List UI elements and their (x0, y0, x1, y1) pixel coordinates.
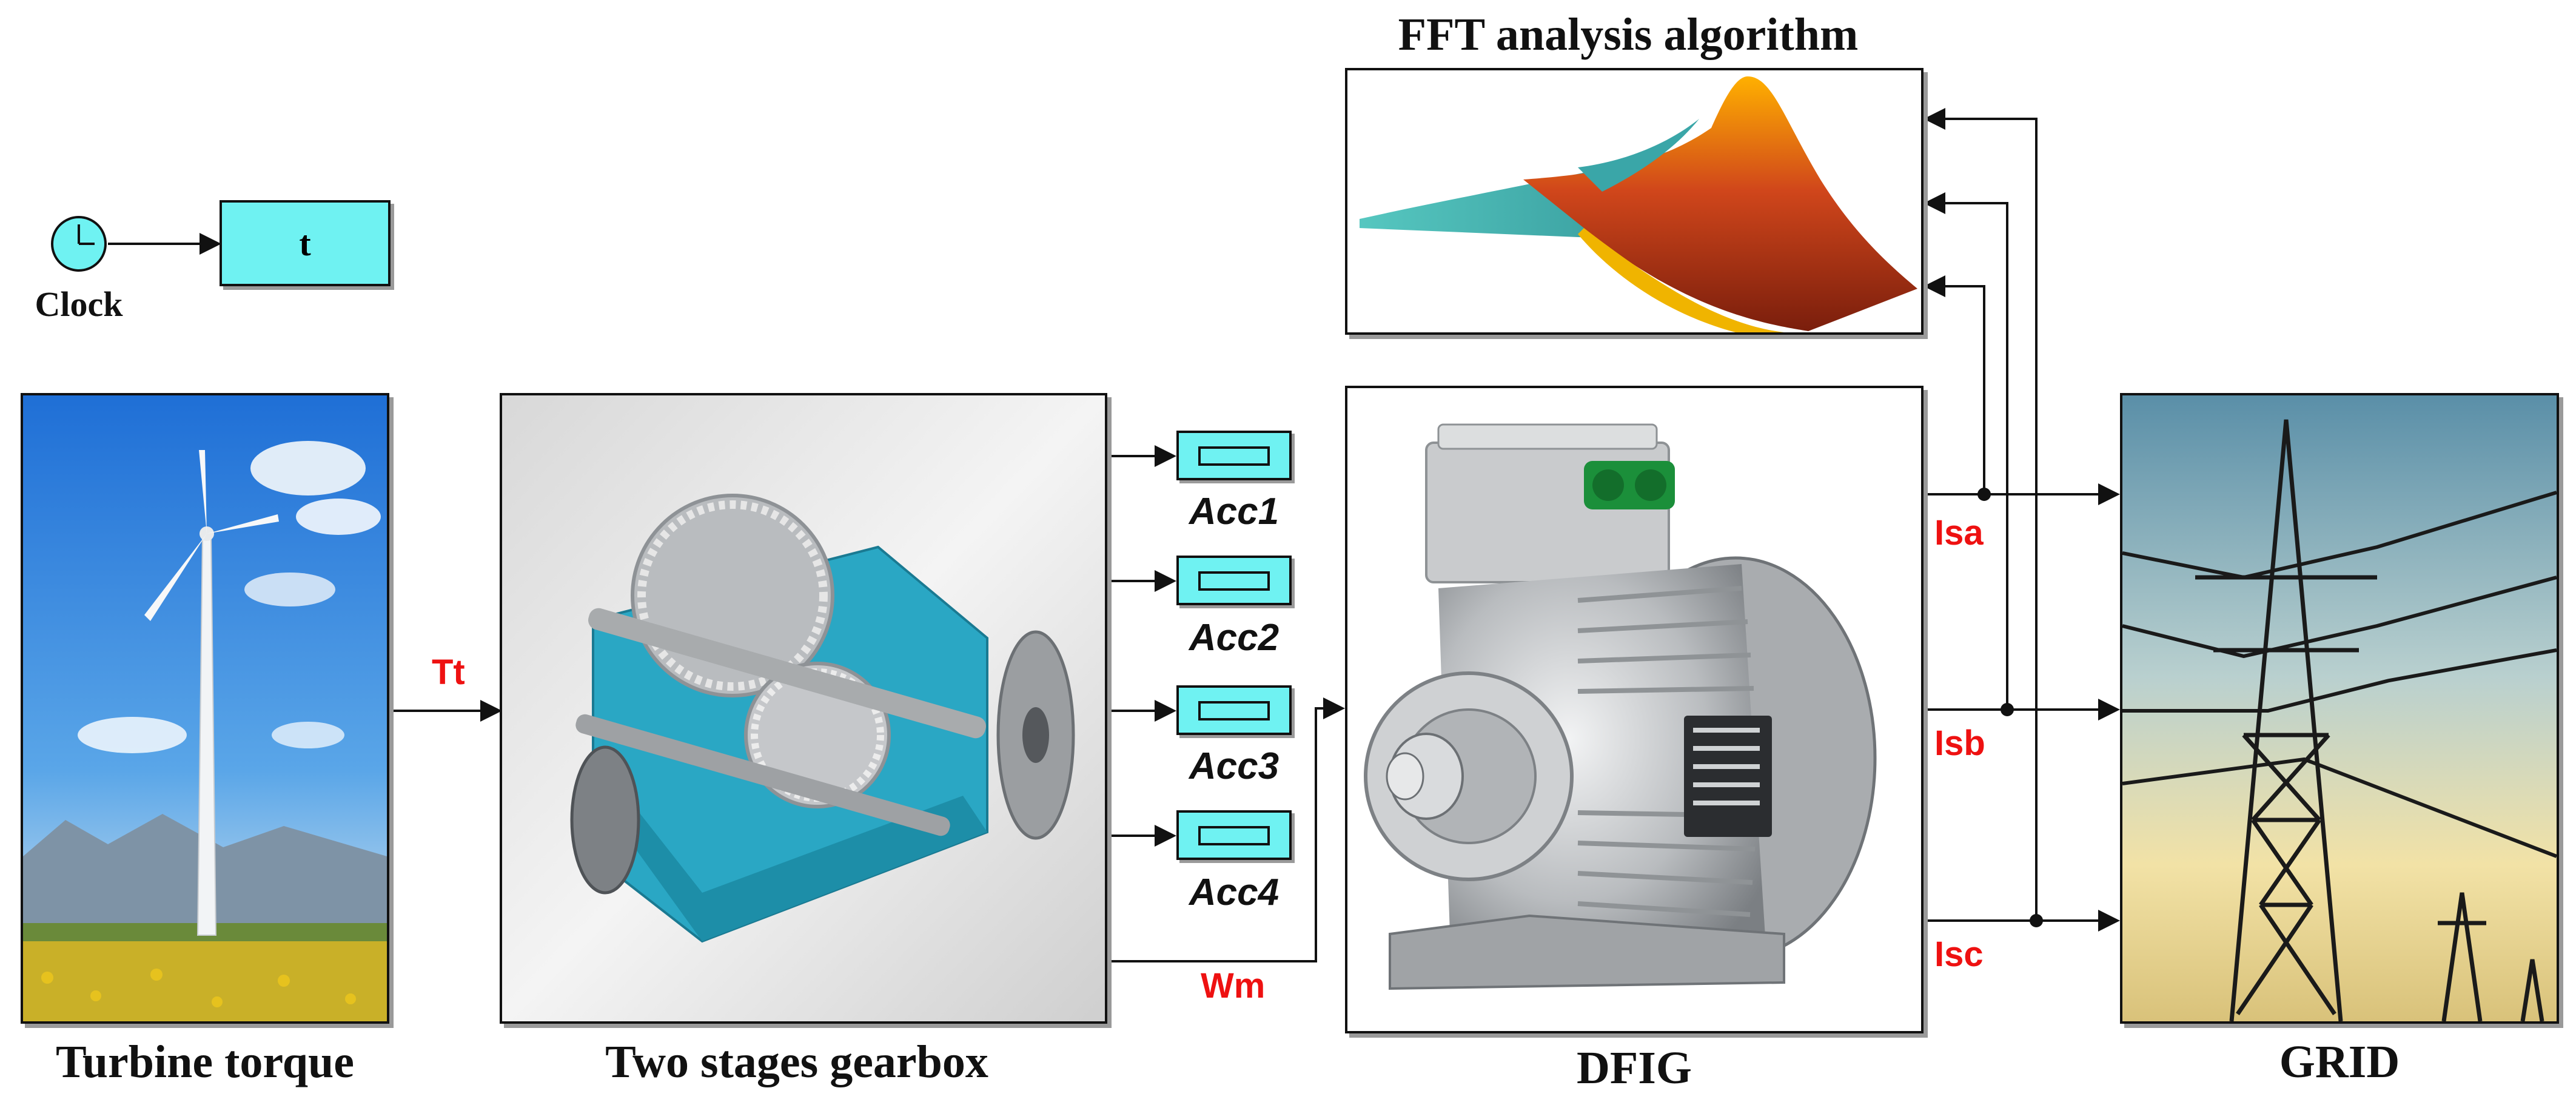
scope-icon (1198, 446, 1270, 466)
gearbox-label: Two stages gearbox (605, 1036, 988, 1087)
acc2-scope[interactable] (1176, 556, 1292, 605)
gearbox-image (502, 395, 1105, 1021)
acc1-scope[interactable] (1176, 431, 1292, 480)
acc4-scope[interactable] (1176, 810, 1292, 860)
motor-image (1347, 388, 1921, 1031)
wind-turbine-image (23, 395, 387, 1021)
clock-label: Clock (35, 284, 123, 324)
time-output-block[interactable]: t (220, 200, 391, 286)
matlab-surface-image (1347, 70, 1921, 332)
wm-signal-label: Wm (1201, 966, 1266, 1006)
isc-signal-label: Isc (1934, 935, 1984, 974)
isa-signal-label: Isa (1934, 513, 1984, 552)
power-tower-image (2122, 395, 2557, 1021)
grid-block[interactable] (2120, 393, 2559, 1024)
grid-label: GRID (2279, 1036, 2400, 1087)
isb-branch[interactable] (1934, 202, 2008, 710)
fft-block[interactable] (1345, 68, 1924, 335)
acc3-label: Acc3 (1189, 745, 1280, 787)
acc2-label: Acc2 (1189, 617, 1280, 659)
dfig-label: DFIG (1577, 1043, 1692, 1093)
acc1-label: Acc1 (1189, 491, 1280, 532)
dfig-block[interactable] (1345, 386, 1924, 1033)
acc3-scope[interactable] (1176, 685, 1292, 735)
clock-icon[interactable] (49, 215, 109, 276)
isa-branch[interactable] (1934, 285, 1985, 494)
time-output-label: t (299, 223, 311, 263)
fft-label: FFT analysis algorithm (1398, 9, 1859, 60)
scope-icon (1198, 826, 1270, 845)
scope-icon (1198, 571, 1270, 591)
isc-branch[interactable] (1934, 118, 2038, 921)
acc4-label: Acc4 (1189, 872, 1280, 913)
turbine-torque-label: Turbine torque (55, 1036, 355, 1087)
isb-signal-label: Isb (1934, 724, 1985, 763)
scope-icon (1198, 701, 1270, 720)
tt-signal-label: Tt (432, 653, 465, 692)
gearbox-block[interactable] (500, 393, 1107, 1024)
turbine-torque-block[interactable] (21, 393, 389, 1024)
